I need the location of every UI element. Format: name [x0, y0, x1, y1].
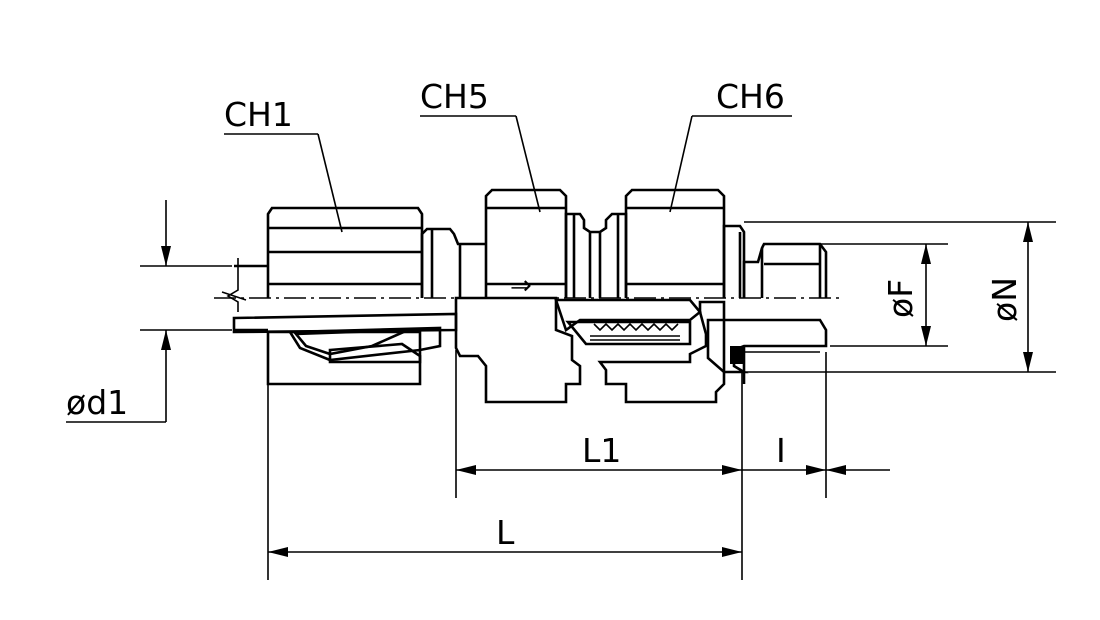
leader-ch5: CH5 — [420, 77, 541, 213]
dim-F: øF — [766, 243, 948, 347]
nut-ch1-upper — [266, 206, 424, 298]
label-F: øF — [881, 279, 920, 318]
body-section — [454, 296, 726, 404]
dim-L1: L1 — [455, 350, 743, 580]
tube — [221, 258, 268, 332]
label-L1: L1 — [582, 431, 621, 470]
thread-internal — [590, 322, 680, 341]
label-N: øN — [985, 277, 1024, 322]
collar-upper — [722, 224, 746, 298]
label-ch5: CH5 — [420, 77, 489, 116]
leader-ch1: CH1 — [224, 95, 343, 233]
dim-L: L — [267, 384, 742, 580]
label-L: L — [496, 513, 515, 552]
dim-d1: ød1 — [66, 200, 232, 423]
nut-ch1-section — [266, 326, 442, 386]
neck-left-upper — [420, 227, 486, 298]
label-ch6: CH6 — [716, 77, 785, 116]
nut-ch6-upper — [624, 188, 726, 298]
stud-section — [706, 318, 828, 384]
stud-end-upper — [742, 242, 828, 298]
leader-ch6: CH6 — [669, 77, 792, 213]
seal-ring — [730, 346, 744, 364]
groove-upper — [564, 212, 628, 298]
dim-N: øN — [744, 221, 1056, 373]
label-I: I — [776, 431, 786, 470]
dim-I: I — [742, 352, 890, 498]
flow-arrow: ⇒ — [510, 271, 532, 301]
label-ch1: CH1 — [224, 95, 293, 134]
label-d1: ød1 — [66, 383, 128, 422]
